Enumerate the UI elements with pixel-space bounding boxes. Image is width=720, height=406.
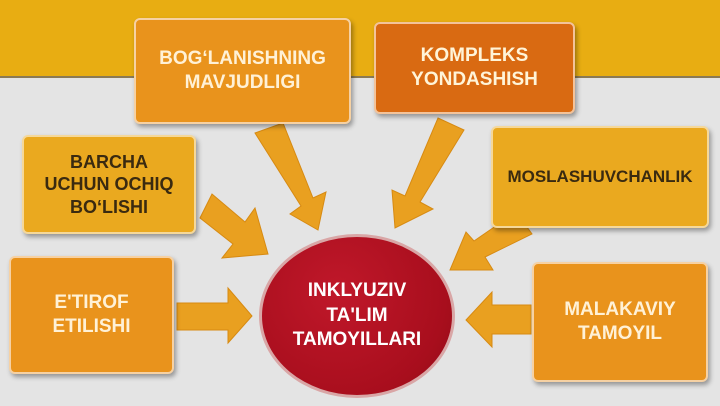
box-etirof-label: E'TIROF ETILISHI bbox=[52, 292, 131, 337]
box-malakaviy-label: MALAKAVIY TAMOYIL bbox=[564, 299, 676, 344]
arrow-boglanish bbox=[254, 122, 327, 231]
box-barcha-label: BARCHA UCHUN OCHIQ BO‘LISHI bbox=[44, 151, 174, 217]
top-banner bbox=[0, 0, 720, 78]
box-boglanish: BOG‘LANISHNING MAVJUDLIGI bbox=[134, 18, 351, 124]
arrow-etirof bbox=[176, 286, 253, 345]
box-moslash: MOSLASHUVCHANLIK bbox=[491, 126, 709, 228]
box-barcha: BARCHA UCHUN OCHIQ BO‘LISHI bbox=[22, 135, 196, 234]
box-kompleks: KOMPLEKS YONDASHISH bbox=[374, 22, 575, 114]
box-boglanish-label: BOG‘LANISHNING MAVJUDLIGI bbox=[159, 48, 326, 93]
arrow-malakaviy bbox=[465, 290, 532, 349]
box-kompleks-label: KOMPLEKS YONDASHISH bbox=[411, 45, 538, 90]
arrow-barcha bbox=[199, 193, 269, 259]
center-circle: INKLYUZIV TA'LIM TAMOYILLARI bbox=[259, 234, 455, 398]
center-label: INKLYUZIV TA'LIM TAMOYILLARI bbox=[292, 279, 422, 351]
box-moslash-label: MOSLASHUVCHANLIK bbox=[507, 167, 693, 187]
box-malakaviy: MALAKAVIY TAMOYIL bbox=[532, 262, 708, 382]
box-etirof: E'TIROF ETILISHI bbox=[9, 256, 174, 374]
arrow-kompleks bbox=[391, 117, 465, 229]
